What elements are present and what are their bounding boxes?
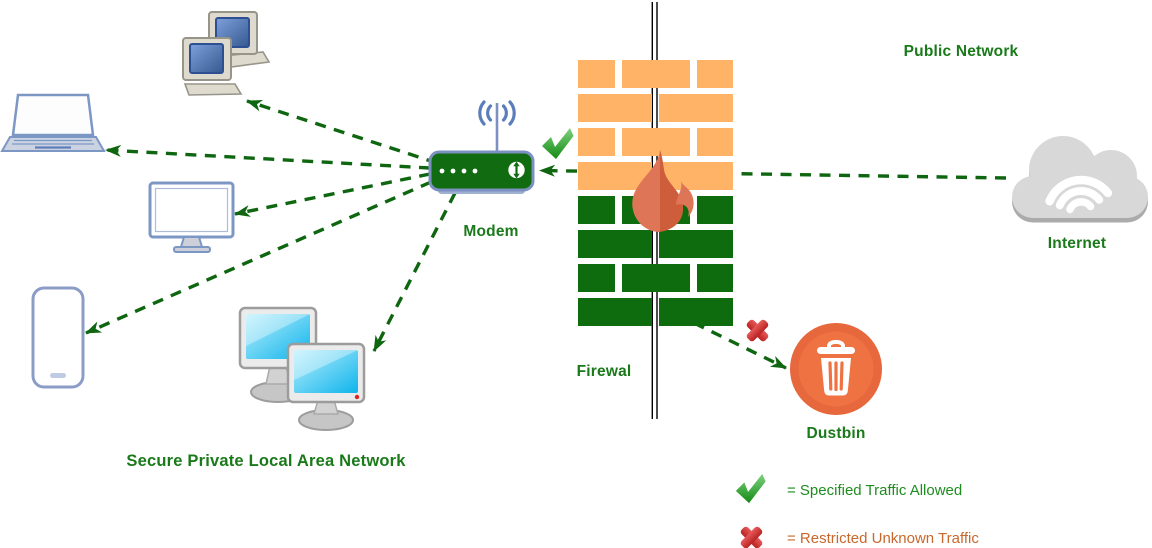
wifi-signal-icon <box>1045 175 1113 214</box>
public-network-label: Public Network <box>903 43 1019 60</box>
internet-label: Internet <box>1047 235 1107 252</box>
wifi-antenna-icon <box>478 100 516 155</box>
flame-icon <box>632 150 694 232</box>
phone-home-pill <box>50 373 66 378</box>
trash-icon <box>817 339 855 396</box>
arrow-modem-to-workstations <box>246 99 438 165</box>
lan-computers-icon <box>236 306 374 431</box>
laptop-icon <box>0 90 106 154</box>
legend-allowed-text: = Specified Traffic Allowed <box>787 482 963 499</box>
dustbin-icon <box>789 322 883 416</box>
legend-restricted-text: = Restricted Unknown Traffic <box>787 530 979 547</box>
lan-label: Secure Private Local Area Network <box>126 452 406 470</box>
arrow-modem-to-monitor <box>234 172 431 217</box>
check-icon <box>539 126 575 162</box>
legend-cross-icon <box>738 524 765 548</box>
lan-computer-front <box>286 342 366 431</box>
modem-label: Modem <box>463 223 519 240</box>
arrow-modem-to-smartphone <box>85 180 432 335</box>
arrow-modem-to-lan-computers <box>372 192 457 352</box>
arrow-modem-to-laptop <box>105 144 431 170</box>
firewall-label: Firewal <box>576 363 632 380</box>
internet-cloud-icon <box>1008 126 1152 223</box>
workstations-icon <box>182 10 271 98</box>
smartphone-icon <box>30 285 86 390</box>
workstation-front <box>182 37 243 96</box>
monitor-icon <box>148 181 236 253</box>
power-led <box>354 394 360 400</box>
legend-check-icon <box>733 472 767 506</box>
arrow-firewall-to-dustbin <box>693 321 787 370</box>
cross-icon <box>744 317 771 344</box>
modem-status-lights <box>439 168 478 174</box>
dustbin-label: Dustbin <box>806 425 866 442</box>
modem-icon <box>425 95 540 200</box>
modem-updown-arrow-icon <box>508 161 525 179</box>
